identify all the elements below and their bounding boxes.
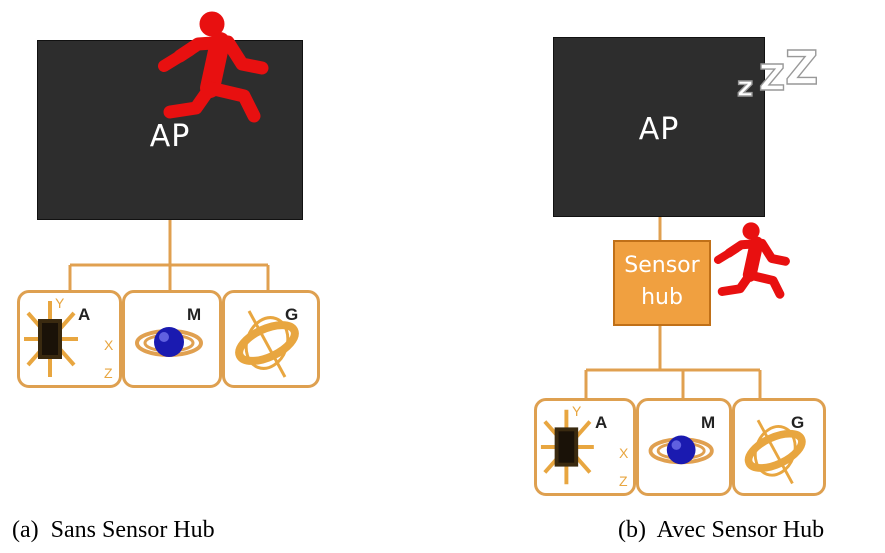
gyroscope-icon	[235, 310, 299, 378]
sensor-letter: G	[791, 413, 805, 432]
axis-label-y: Y	[572, 403, 582, 419]
axis-label-z: Z	[104, 365, 113, 381]
sensor-letter: A	[595, 413, 608, 432]
magnetometer-tile: M	[636, 398, 732, 496]
ap-label: AP	[149, 119, 191, 154]
gyroscope-icon	[744, 419, 806, 485]
hub-label-line2: hub	[641, 285, 683, 310]
magnetometer-icon	[135, 327, 203, 357]
running-person-icon	[713, 222, 790, 299]
accelerometer-icon	[24, 301, 78, 377]
magnetometer-tile: M	[122, 290, 222, 388]
svg-text:Z: Z	[759, 58, 785, 99]
axis-label-z: Z	[619, 473, 628, 489]
hub-label-line1: Sensor	[624, 253, 700, 278]
running-person-icon	[158, 11, 269, 123]
sensor-letter: M	[187, 305, 202, 324]
magnetometer-icon	[648, 435, 714, 465]
caption-b: (b) Avec Sensor Hub	[618, 517, 825, 543]
axis-label-y: Y	[55, 295, 65, 311]
sensor-letter: G	[285, 305, 299, 324]
sensor-letter: M	[701, 413, 716, 432]
sensor-hub-box: Sensor hub	[613, 240, 711, 326]
gyroscope-tile: G	[222, 290, 320, 388]
ap-box-b: AP	[553, 37, 765, 217]
accelerometer-tile: Y X Z A	[534, 398, 636, 496]
accelerometer-icon	[540, 409, 594, 485]
gyroscope-tile: G	[732, 398, 826, 496]
sensor-letter: A	[78, 305, 91, 324]
caption-a: (a) Sans Sensor Hub	[12, 517, 215, 543]
ap-label: AP	[638, 112, 680, 147]
accelerometer-tile: Y X Z A	[17, 290, 122, 388]
axis-label-x: X	[619, 445, 629, 461]
axis-label-x: X	[104, 337, 114, 353]
svg-text:Z: Z	[785, 41, 818, 95]
sleeping-zzz-icon: z Z Z	[736, 40, 819, 100]
svg-text:z: z	[737, 70, 753, 100]
